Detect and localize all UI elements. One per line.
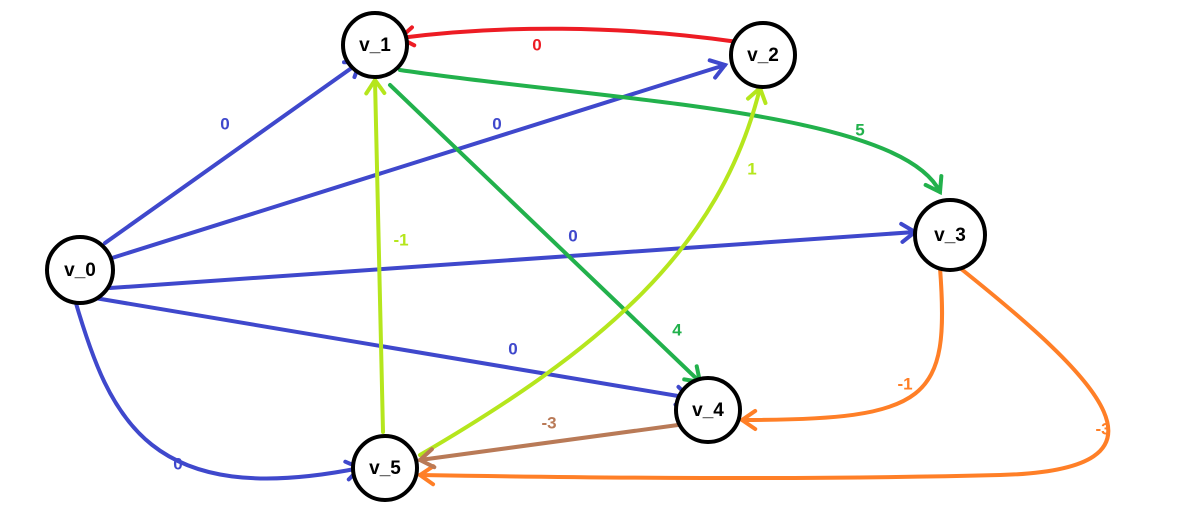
node-circle: [341, 11, 409, 79]
edge-line: [93, 296, 692, 400]
edge-v0-v1: [103, 59, 363, 245]
edge-line: [108, 230, 917, 290]
edge-line: [398, 68, 942, 194]
edge-weight-label: 0: [220, 114, 229, 133]
edge-weight-label: 0: [508, 339, 517, 358]
edge-weight-label: 1: [747, 159, 756, 178]
edge-line: [103, 60, 362, 245]
node-label: v_1: [359, 35, 391, 56]
edge-weight-label: -1: [897, 374, 912, 393]
node-v0: v_0: [45, 235, 115, 305]
edge-v0-v5: [73, 298, 364, 482]
edge-v2-v1: [396, 25, 740, 48]
edge-v3-v5: [416, 266, 1111, 487]
node-circle: [913, 198, 987, 272]
node-circle: [674, 376, 742, 444]
edge-v0-v2: [110, 58, 729, 260]
edge-weight-label: 0: [173, 454, 182, 473]
node-circle: [351, 434, 419, 502]
node-label: v_5: [369, 458, 401, 479]
edge-weight-label: -3: [541, 413, 556, 432]
arrowhead-icon: [416, 464, 436, 487]
edge-v5-v1: [364, 76, 387, 434]
edge-line: [373, 78, 385, 434]
node-label: v_2: [747, 45, 779, 66]
arrowhead-icon: [364, 76, 387, 96]
node-v5: v_5: [351, 434, 419, 502]
arrowhead-icon: [707, 58, 729, 80]
edge-weight-label: 0: [492, 114, 501, 133]
edge-weight-label: 0: [532, 35, 541, 54]
edge-line: [398, 26, 740, 44]
arrowhead-icon: [416, 447, 437, 470]
edge-line: [740, 266, 944, 422]
node-label: v_3: [934, 225, 966, 246]
edge-weight-label: -1: [393, 230, 408, 249]
edge-line: [418, 266, 1111, 481]
node-circle: [45, 235, 115, 305]
edge-v0-v4: [93, 296, 694, 407]
node-circle: [729, 21, 797, 89]
edge-line: [73, 298, 362, 481]
edge-weight-labels: 0 0 0 0 0 0 5 4 -1 1 -1 -3 -3: [173, 35, 1110, 473]
node-label: v_4: [692, 400, 724, 421]
node-v1: v_1: [341, 11, 409, 79]
node-v4: v_4: [674, 376, 742, 444]
edge-line: [418, 86, 762, 457]
edge-v3-v4: [738, 266, 944, 432]
edge-weight-label: 4: [672, 320, 682, 339]
edges: [73, 25, 1111, 487]
edge-line: [418, 423, 680, 462]
node-label: v_0: [64, 260, 96, 281]
nodes: v_0 v_1 v_2 v_3 v_4 v_5: [45, 11, 987, 502]
node-v2: v_2: [729, 21, 797, 89]
edge-weight-label: 0: [568, 226, 577, 245]
edge-weight-label: -3: [1095, 419, 1110, 438]
edge-v1-v4: [388, 83, 703, 385]
arrowhead-icon: [738, 408, 758, 432]
edge-v0-v3: [108, 221, 919, 290]
edge-line: [110, 63, 727, 260]
edge-line: [388, 83, 702, 384]
node-v3: v_3: [913, 198, 987, 272]
edge-weight-label: 5: [855, 120, 864, 139]
edge-v1-v3: [398, 68, 944, 196]
edge-v4-v5: [416, 423, 680, 470]
arrowhead-icon: [923, 174, 944, 196]
